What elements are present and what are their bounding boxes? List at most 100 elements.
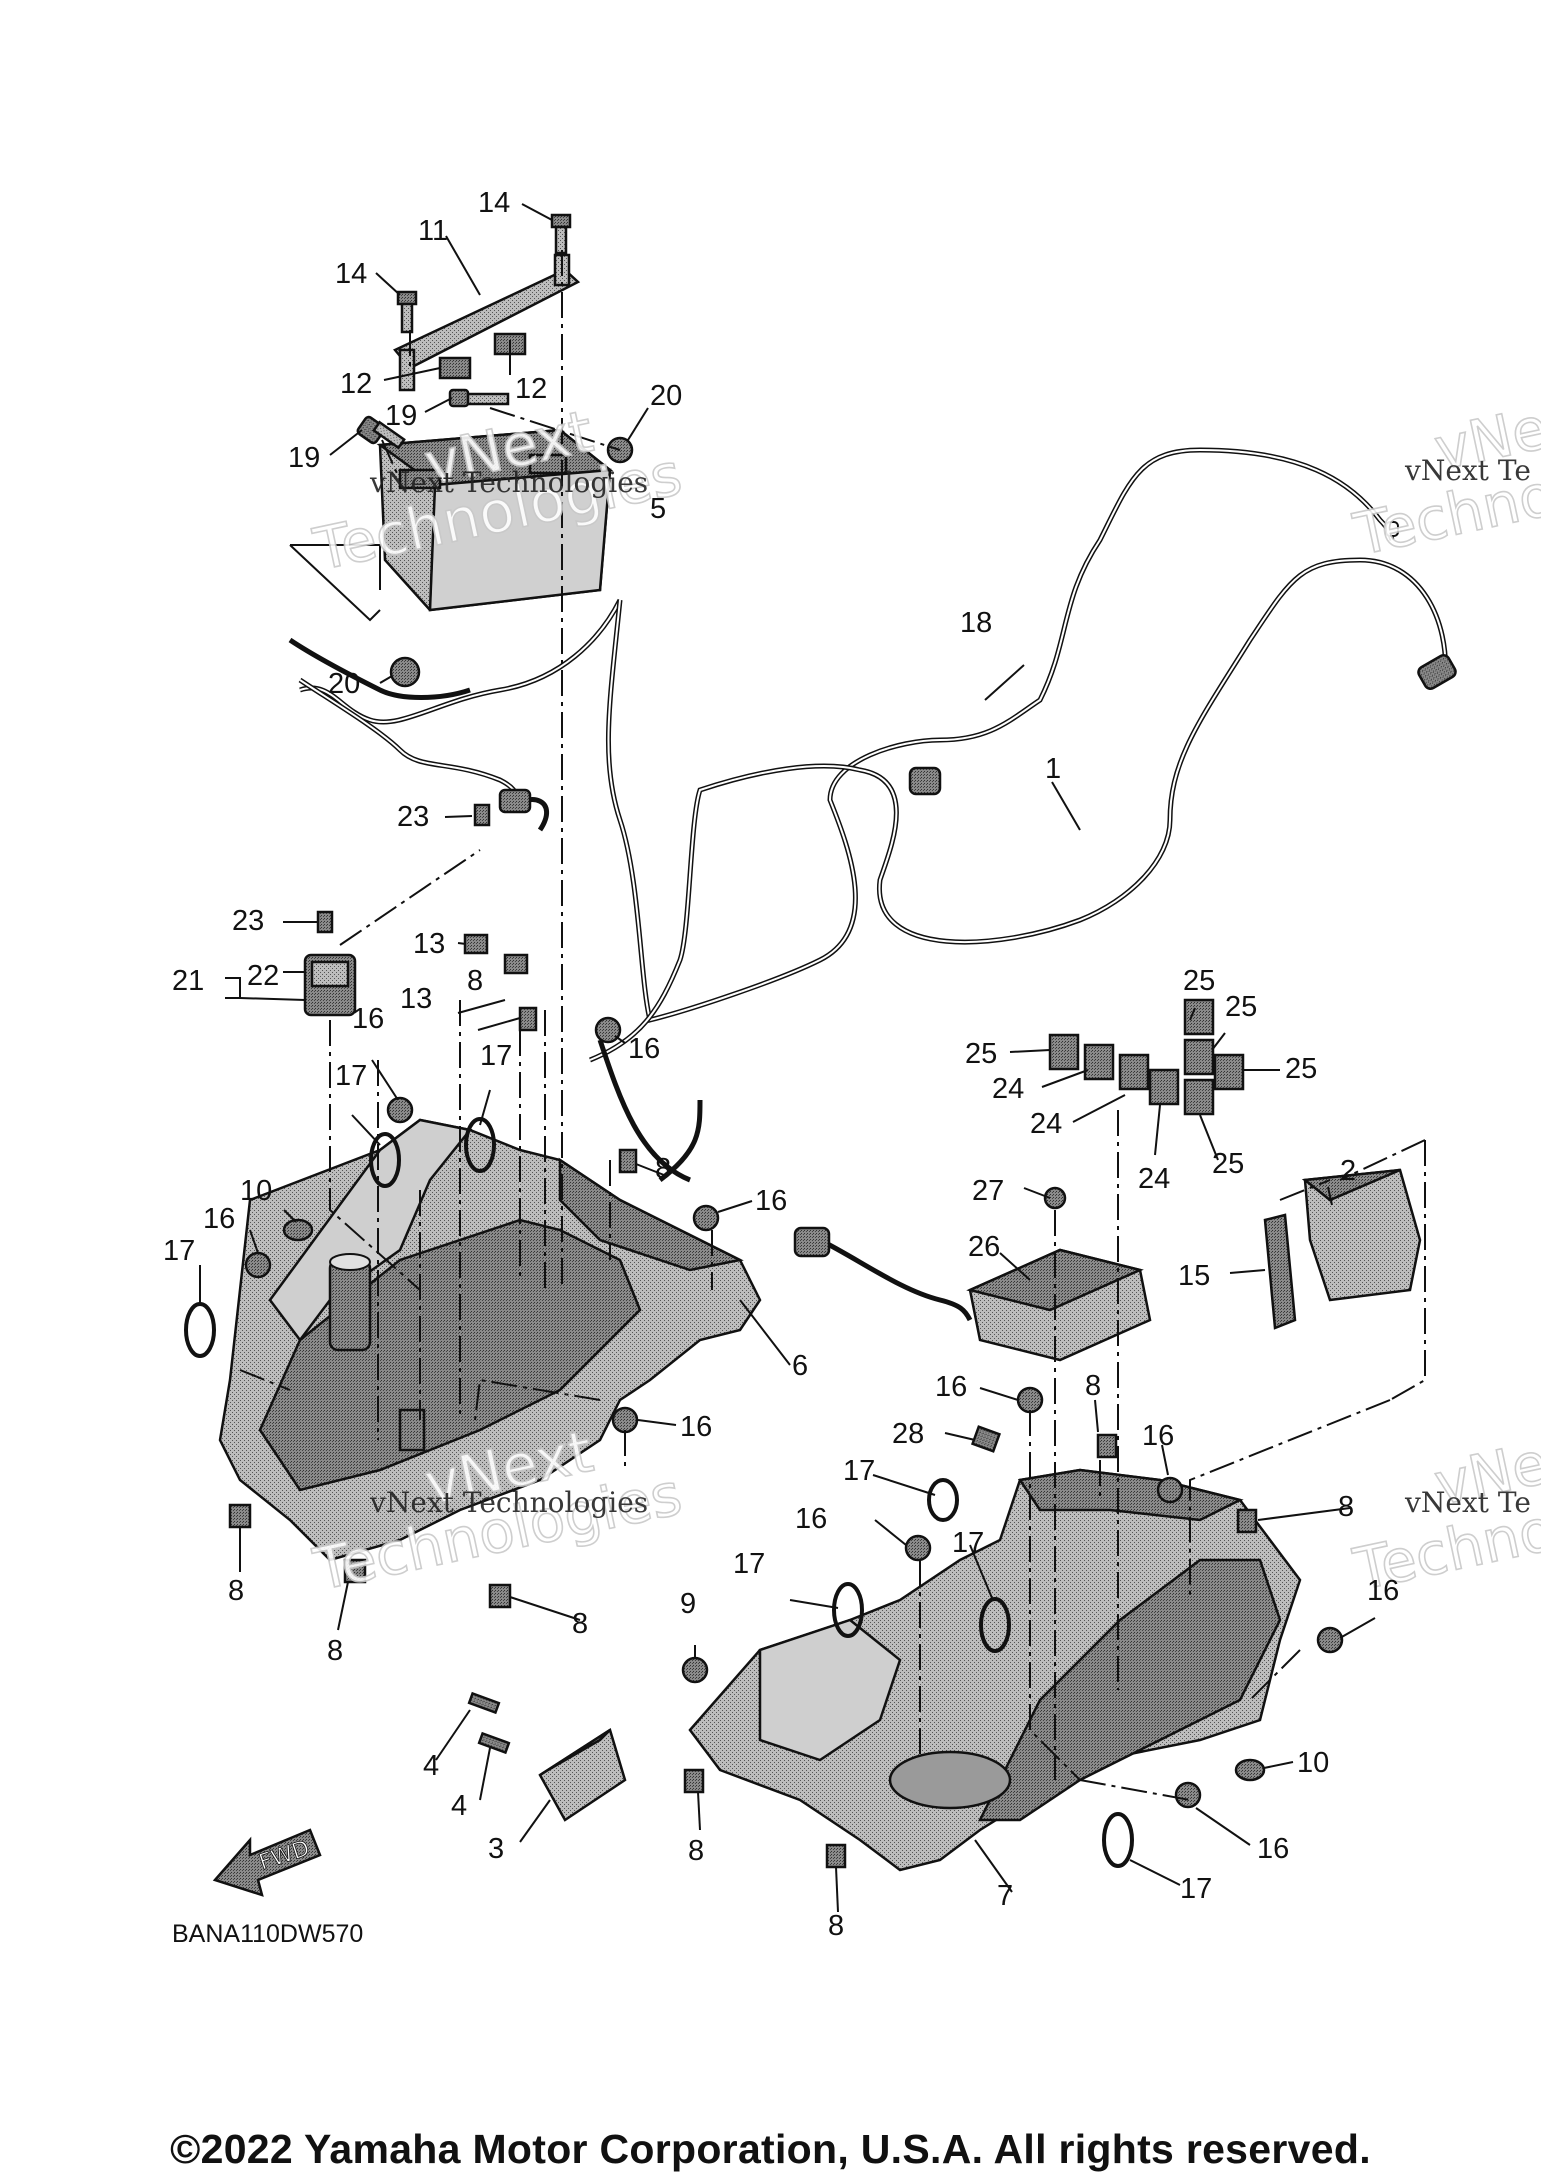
callout-16: 16 [755, 1185, 787, 1217]
grommet-10 [282, 1218, 314, 1242]
callout-23: 23 [232, 905, 264, 937]
callout-6: 6 [792, 1350, 808, 1382]
cable-tie-17 [1102, 1812, 1134, 1868]
callout-28: 28 [892, 1418, 924, 1450]
callout-16: 16 [352, 1003, 384, 1035]
cable-tie-17 [184, 1302, 216, 1358]
callout-16: 16 [1257, 1833, 1289, 1865]
callout-24: 24 [1030, 1108, 1062, 1140]
callout-9: 9 [680, 1588, 696, 1620]
clip-8 [683, 1768, 705, 1794]
nut-20-lower [389, 656, 421, 688]
callout-16: 16 [1367, 1575, 1399, 1607]
callout-17: 17 [335, 1060, 367, 1092]
tray-post [328, 1258, 372, 1352]
clip-8 [1236, 1508, 1258, 1534]
bolt-14-right [550, 213, 572, 255]
callout-12: 12 [340, 368, 372, 400]
ecu-connector [793, 1226, 831, 1258]
callout-labels: 14 11 14 12 12 19 19 20 5 20 18 1 23 23 … [163, 187, 1399, 1942]
screw-16 [611, 1406, 639, 1434]
callout-8: 8 [327, 1635, 343, 1667]
voltage-rectifier [538, 1728, 627, 1822]
watermark-line-cut: vNext Te [1404, 1486, 1531, 1519]
callout-24: 24 [992, 1073, 1024, 1105]
callout-8: 8 [1085, 1370, 1101, 1402]
callout-17: 17 [1180, 1873, 1212, 1905]
callout-17: 17 [952, 1527, 984, 1559]
callout-18: 18 [960, 607, 992, 639]
cable-tie-17 [832, 1582, 864, 1638]
watermark-line: vNext Technologies [369, 1486, 648, 1519]
callout-17: 17 [843, 1455, 875, 1487]
band-hook [398, 348, 416, 392]
callout-5: 5 [650, 493, 666, 525]
battery-band [393, 253, 581, 392]
callout-25: 25 [1285, 1053, 1317, 1085]
callout-1: 1 [1045, 753, 1061, 785]
diagram-code: BANA110DW570 [172, 1920, 363, 1948]
rubber-pad-12-left [438, 356, 472, 380]
callout-8: 8 [655, 1153, 671, 1185]
callout-21: 21 [172, 965, 204, 997]
callout-8: 8 [228, 1575, 244, 1607]
starter-relay [303, 953, 357, 1017]
rectifier-regulator [1301, 1168, 1422, 1302]
callout-17: 17 [733, 1548, 765, 1580]
screw-16 [1174, 1781, 1202, 1809]
bolt-19-upper [448, 388, 510, 408]
callout-10: 10 [240, 1175, 272, 1207]
watermark-line-cut: vNext Te [1404, 454, 1531, 487]
bolt-23-upper [473, 803, 491, 827]
screw-16 [1316, 1626, 1344, 1654]
callout-22: 22 [247, 960, 279, 992]
cable-tie-17 [979, 1597, 1011, 1653]
cable-tie-17 [369, 1132, 401, 1188]
cable-end-terminal [1385, 521, 1399, 537]
battery [376, 428, 614, 612]
bolt-19-lower [356, 415, 406, 450]
callout-8: 8 [828, 1910, 844, 1942]
bolt-4-upper [467, 1691, 501, 1715]
callout-11: 11 [418, 215, 448, 247]
clamp-13 [463, 933, 489, 955]
callout-4: 4 [451, 1790, 467, 1822]
cable-connector [908, 766, 942, 796]
clip-8 [518, 1006, 538, 1032]
leader-lines [199, 203, 1376, 1913]
cable-tie-17 [464, 1117, 496, 1173]
battery-lead-terminal [498, 788, 532, 814]
callout-25: 25 [965, 1038, 997, 1070]
band-15 [1263, 1213, 1297, 1330]
callout-27: 27 [972, 1175, 1004, 1207]
cable-tie-17 [927, 1478, 959, 1522]
callout-19: 19 [385, 400, 417, 432]
screw-16 [594, 1016, 622, 1044]
plug-9 [681, 1656, 709, 1684]
clip-8 [1096, 1433, 1118, 1459]
watermark-line: vNext Technologies [369, 466, 648, 499]
clip-8 [825, 1843, 847, 1869]
callout-16: 16 [628, 1033, 660, 1065]
callout-16: 16 [935, 1371, 967, 1403]
screw-16 [386, 1096, 414, 1124]
clamp-13 [503, 953, 529, 975]
clip-8 [618, 1148, 638, 1174]
clip-8 [343, 1558, 367, 1584]
callout-2: 2 [1340, 1155, 1356, 1187]
callout-17: 17 [480, 1040, 512, 1072]
bolt-27 [1043, 1186, 1067, 1210]
callout-19: 19 [288, 442, 320, 474]
relay-cluster [1048, 998, 1245, 1116]
callout-4: 4 [423, 1750, 439, 1782]
callout-13: 13 [400, 983, 432, 1015]
ecu-module [793, 1226, 1152, 1362]
callout-14: 14 [478, 187, 510, 219]
bolt-4-lower [477, 1731, 511, 1755]
callout-16: 16 [203, 1203, 235, 1235]
callout-16: 16 [680, 1411, 712, 1443]
screw-16 [1016, 1386, 1044, 1414]
callout-25: 25 [1225, 991, 1257, 1023]
callout-8: 8 [688, 1835, 704, 1867]
battery-tray-right [688, 1468, 1302, 1872]
